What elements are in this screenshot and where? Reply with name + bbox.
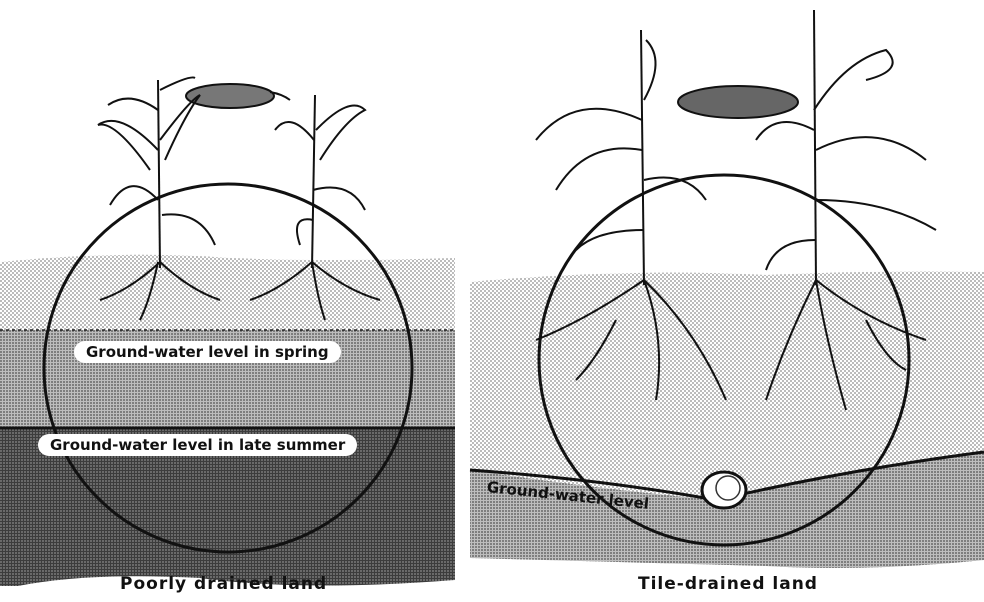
drain-tile-icon (702, 472, 746, 508)
tile-drained-caption: Tile-drained land (638, 574, 818, 594)
tile-drained-panel: Ground-water level Tile-drained land (466, 0, 984, 602)
poorly-drained-caption: Poorly drained land (120, 574, 327, 594)
poorly-drained-panel: Ground-water level in spring Ground-wate… (0, 0, 470, 602)
corn-cob-large-icon (678, 86, 798, 118)
corn-cob-small-icon (186, 84, 290, 108)
tile-drained-illustration (466, 0, 984, 602)
topsoil-layer (0, 255, 455, 330)
summer-water-level-label: Ground-water level in late summer (38, 434, 357, 456)
spring-water-level-label: Ground-water level in spring (74, 341, 341, 363)
poorly-drained-illustration (0, 0, 470, 602)
